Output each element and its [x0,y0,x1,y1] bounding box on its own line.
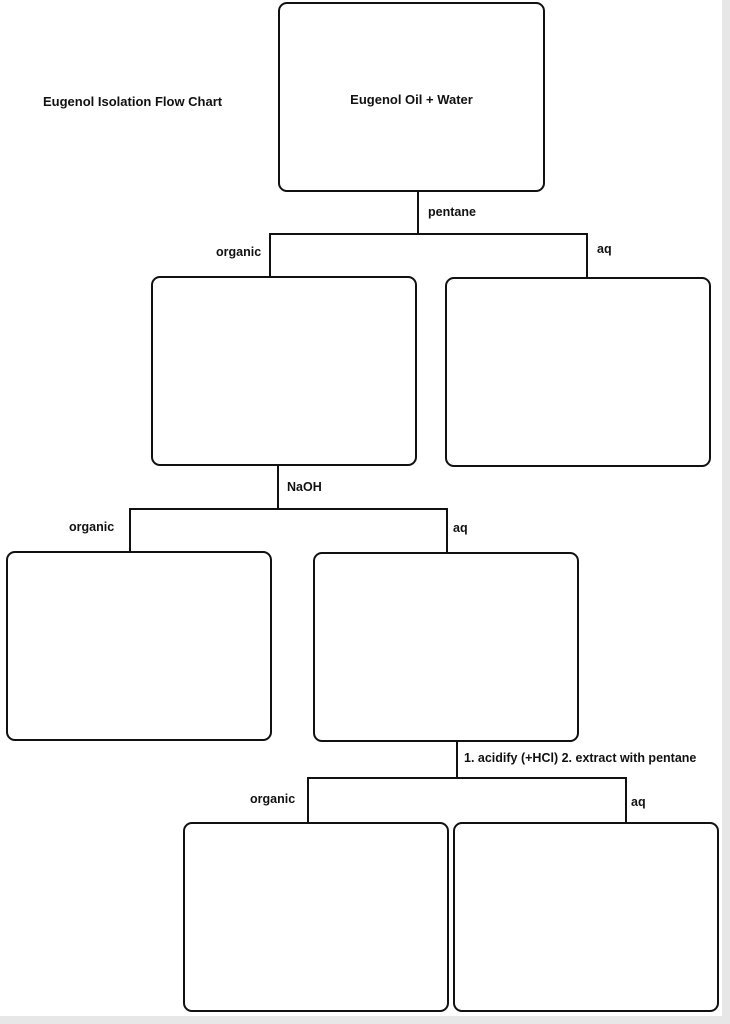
reagent-label-1: pentane [428,205,476,219]
stem-line-1 [417,191,419,235]
left-drop-line-1 [269,233,271,277]
start-box: Eugenol Oil + Water [278,2,545,192]
organic-label-2: organic [69,520,115,534]
aq-box-1 [445,277,711,467]
branch-line-3 [307,777,627,779]
branch-line-2 [129,508,448,510]
aq-label-3: aq [631,795,646,809]
aq-box-3 [453,822,719,1012]
left-drop-line-3 [307,777,309,823]
aq-box-2 [313,552,579,742]
right-drop-line-2 [446,508,448,552]
right-drop-line-3 [625,777,627,823]
right-drop-line-1 [586,233,588,277]
aq-label-1: aq [597,242,612,256]
aq-label-2: aq [453,521,468,535]
stem-line-3 [456,741,458,779]
reagent-label-2: NaOH [287,480,322,494]
organic-box-1 [151,276,417,466]
start-box-label: Eugenol Oil + Water [350,92,473,107]
reagent-label-3: 1. acidify (+HCl) 2. extract with pentan… [464,751,697,765]
chart-title: Eugenol Isolation Flow Chart [43,94,223,109]
left-drop-line-2 [129,508,131,552]
organic-label-3: organic [250,792,296,806]
organic-label-1: organic [216,245,262,259]
organic-box-2 [6,551,272,741]
stem-line-2 [277,465,279,510]
branch-line-1 [269,233,588,235]
organic-box-3 [183,822,449,1012]
